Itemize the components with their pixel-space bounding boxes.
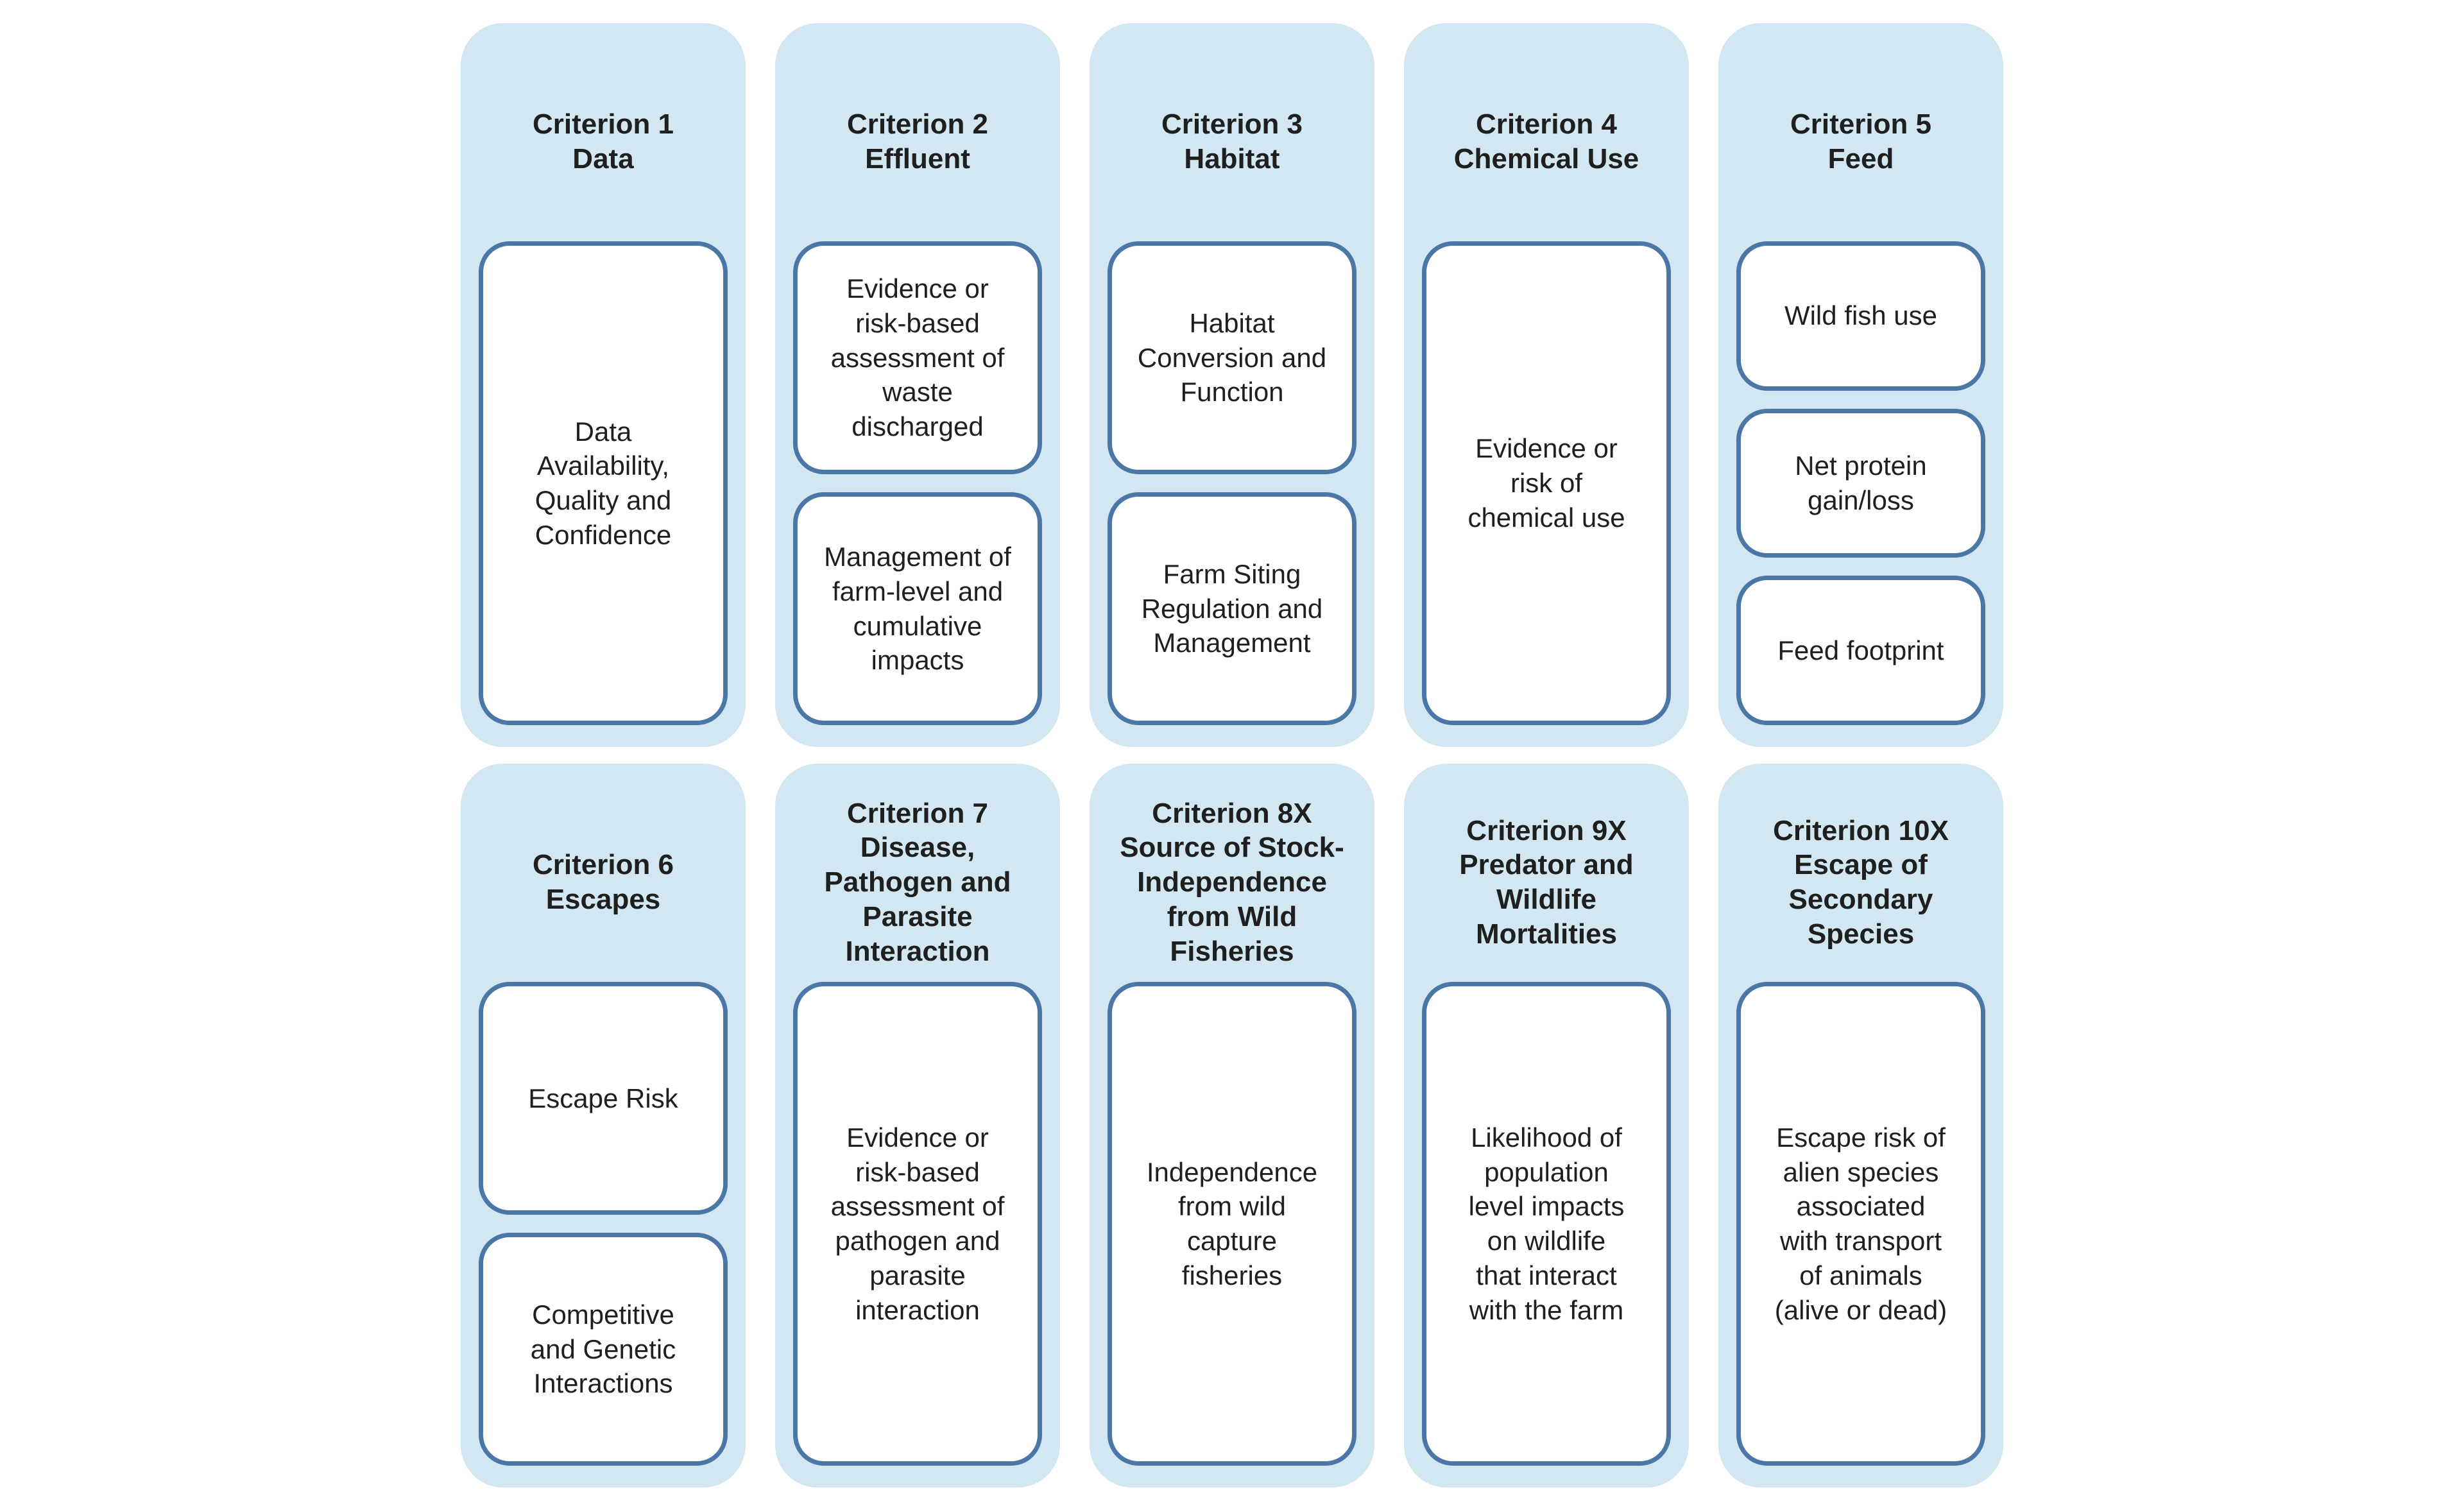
criterion-card-5: Criterion 5 Feed Wild fish use Net prote… [1718,23,2003,747]
card-title: Criterion 1 Data [532,108,674,175]
card-body: Wild fish use Net protein gain/loss Feed… [1736,241,1985,726]
card-title: Criterion 6 Escapes [532,849,674,915]
card-body: Evidence or risk of chemical use [1422,241,1671,725]
factor-box: Escape Risk [479,982,728,1215]
card-body: Escape Risk Competitive and Genetic Inte… [479,982,728,1466]
criterion-card-9x: Criterion 9X Predator and Wildlife Morta… [1404,764,1689,1488]
card-body: Evidence or risk-based assessment of was… [793,241,1042,725]
criterion-card-3: Criterion 3 Habitat Habitat Conversion a… [1090,23,1374,747]
card-title: Criterion 10X Escape of Secondary Specie… [1773,814,1949,950]
factor-box: Farm Siting Regulation and Management [1108,492,1356,725]
criteria-grid: Criterion 1 Data Data Availability, Qual… [461,23,2003,1488]
card-body: Data Availability, Quality and Confidenc… [479,241,728,725]
card-body: Evidence or risk-based assessment of pat… [793,982,1042,1466]
factor-box: Independence from wild capture fisheries [1108,982,1356,1466]
factor-box: Evidence or risk-based assessment of pat… [793,982,1042,1466]
factor-box: Data Availability, Quality and Confidenc… [479,241,728,725]
criterion-card-1: Criterion 1 Data Data Availability, Qual… [461,23,746,747]
card-body: Likelihood of population level impacts o… [1422,982,1671,1466]
factor-box: Feed footprint [1736,576,1985,726]
factor-box: Net protein gain/loss [1736,408,1985,558]
factor-box: Management of farm-level and cumulative … [793,492,1042,725]
card-title: Criterion 5 Feed [1790,108,1932,175]
card-title: Criterion 3 Habitat [1161,108,1303,175]
card-title: Criterion 7 Disease, Pathogen and Parasi… [824,797,1011,967]
factor-box: Evidence or risk of chemical use [1422,241,1671,725]
factor-box: Likelihood of population level impacts o… [1422,982,1671,1466]
factor-box: Escape risk of alien species associated … [1736,982,1985,1466]
factor-box: Wild fish use [1736,241,1985,391]
criterion-card-10x: Criterion 10X Escape of Secondary Specie… [1718,764,2003,1488]
criterion-card-6: Criterion 6 Escapes Escape Risk Competit… [461,764,746,1488]
card-title: Criterion 8X Source of Stock- Independen… [1120,797,1344,967]
card-body: Habitat Conversion and Function Farm Sit… [1108,241,1356,725]
card-title: Criterion 2 Effluent [846,108,989,175]
factor-box: Evidence or risk-based assessment of was… [793,241,1042,474]
criterion-card-8x: Criterion 8X Source of Stock- Independen… [1090,764,1374,1488]
factor-box: Habitat Conversion and Function [1108,241,1356,474]
criterion-card-4: Criterion 4 Chemical Use Evidence or ris… [1404,23,1689,747]
card-body: Escape risk of alien species associated … [1736,982,1985,1466]
card-title: Criterion 4 Chemical Use [1453,108,1639,175]
factor-box: Competitive and Genetic Interactions [479,1233,728,1466]
criterion-card-7: Criterion 7 Disease, Pathogen and Parasi… [775,764,1060,1488]
card-body: Independence from wild capture fisheries [1108,982,1356,1466]
card-title: Criterion 9X Predator and Wildlife Morta… [1459,814,1634,950]
criterion-card-2: Criterion 2 Effluent Evidence or risk-ba… [775,23,1060,747]
